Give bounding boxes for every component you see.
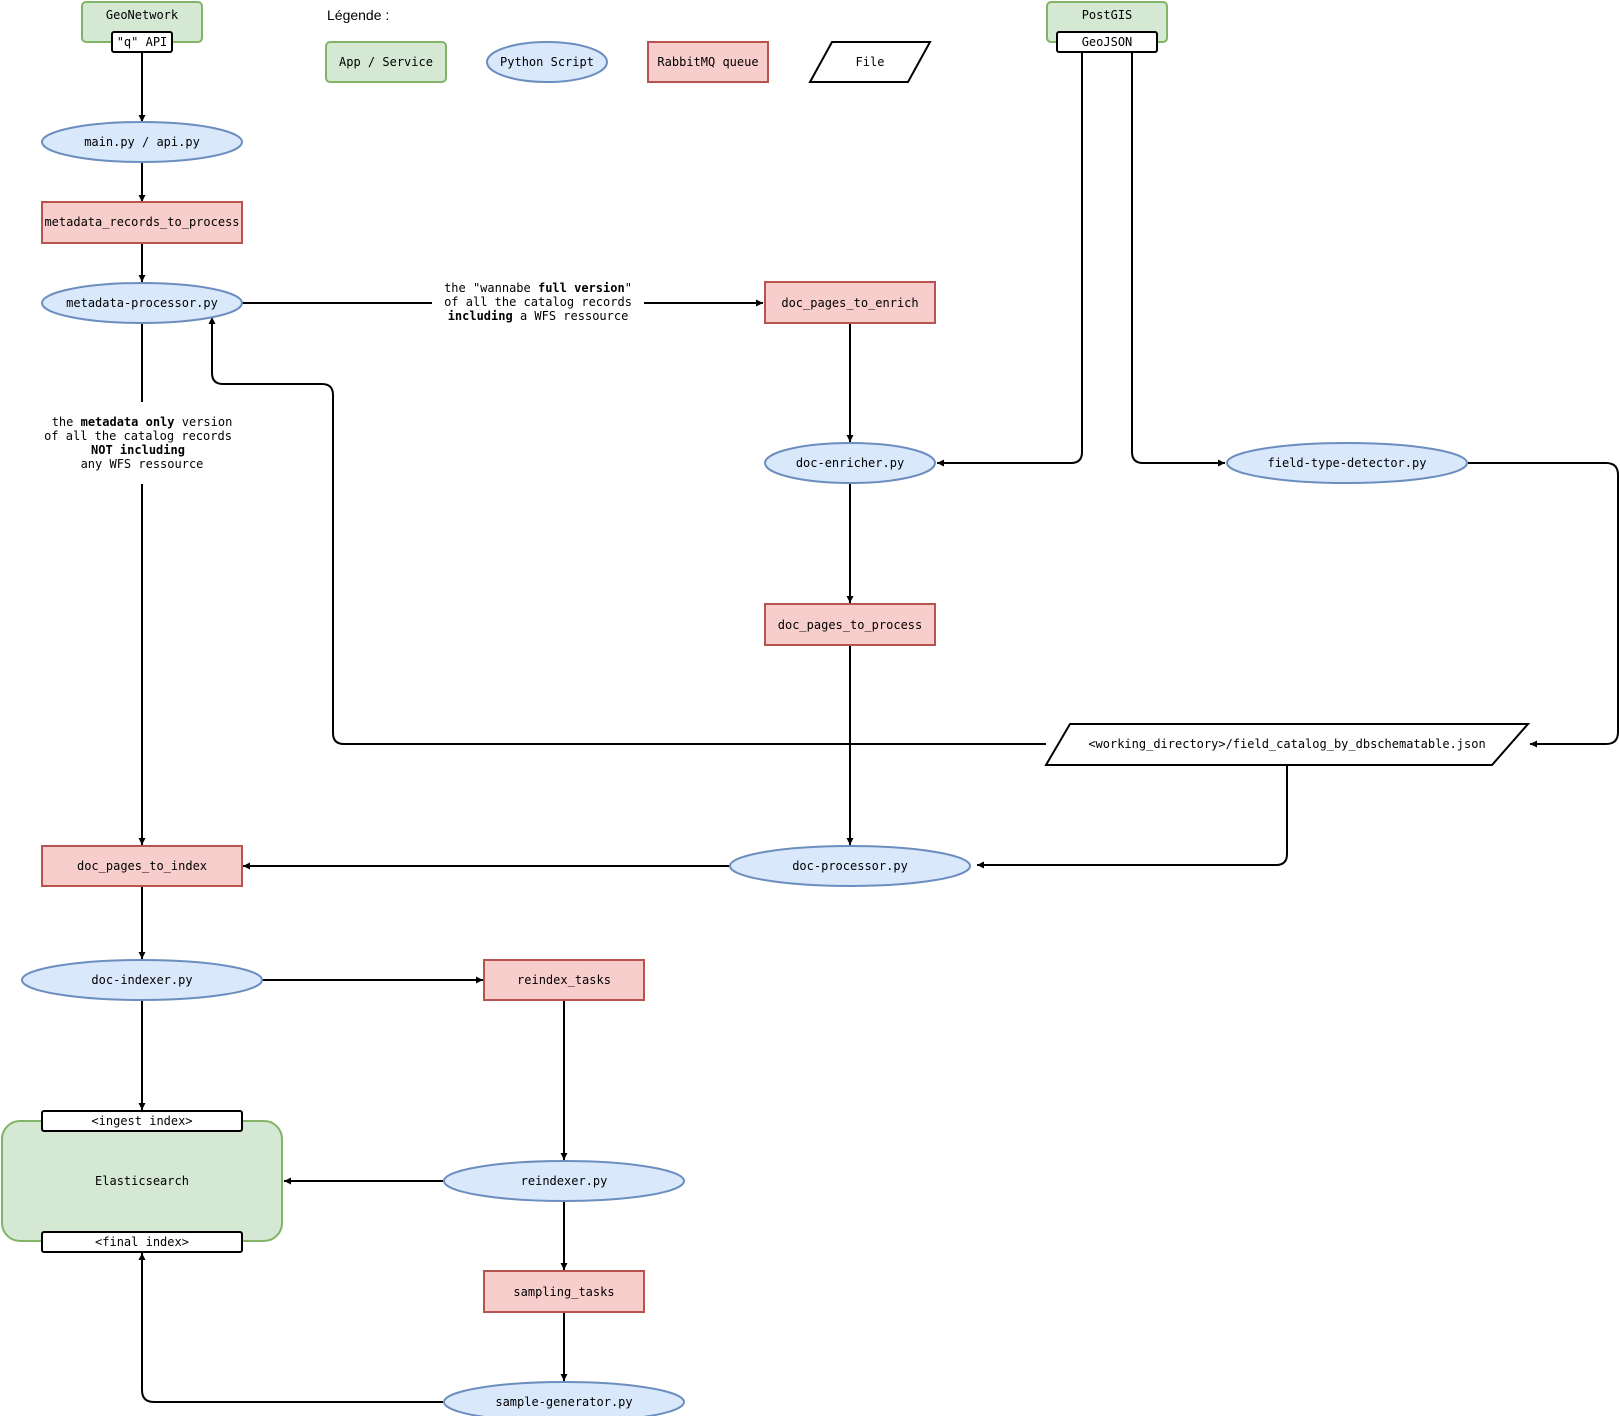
- full-version-line-3: including a WFS ressource: [448, 309, 629, 323]
- edge-field-detector-to-file: [1468, 462, 1619, 748]
- edge-geojson-to-enricher: [937, 52, 1083, 467]
- legend-app-service-shape: [325, 41, 447, 83]
- geojson-port: [1056, 31, 1158, 53]
- doc-pages-to-enrich-label: doc_pages_to_enrich: [781, 296, 918, 310]
- edge-sample-generator-to-final-index: [138, 1253, 443, 1403]
- queues: metadata_records_to_process doc_pages_to…: [41, 201, 936, 1313]
- legend-app-service-label: App / Service: [339, 55, 433, 69]
- doc-pages-to-process-label: doc_pages_to_process: [778, 618, 923, 632]
- field-catalog-file: <working_directory>/field_catalog_by_dbs…: [1044, 723, 1531, 766]
- field-catalog-file-label: <working_directory>/field_catalog_by_dbs…: [1088, 737, 1485, 751]
- doc-enricher-label: doc-enricher.py: [796, 456, 904, 470]
- scripts: main.py / api.py metadata-processor.py d…: [21, 121, 1468, 1416]
- q-api-port: [111, 31, 173, 53]
- metadata-processor-script: [41, 282, 243, 324]
- metadata-records-queue-label: metadata_records_to_process: [44, 215, 239, 229]
- doc-pages-to-process-queue: [764, 603, 936, 646]
- edges: [138, 52, 1619, 1403]
- legend: Légende : App / Service Python Script Ra…: [325, 7, 932, 83]
- metadata-only-line-1: the metadata only version: [52, 415, 233, 429]
- main-api-script: [41, 121, 243, 163]
- metadata-only-line-3: NOT including: [91, 443, 185, 457]
- q-api-label: "q" API: [117, 35, 168, 49]
- elasticsearch-service: Elasticsearch <ingest index> <final inde…: [1, 1110, 283, 1253]
- doc-indexer-script: [21, 959, 263, 1001]
- ingest-index-label: <ingest index>: [91, 1114, 192, 1128]
- legend-rabbitmq-queue-label: RabbitMQ queue: [657, 55, 758, 69]
- metadata-records-queue: [41, 201, 243, 244]
- postgis-service: PostGIS GeoJSON: [1046, 1, 1168, 53]
- doc-pages-to-enrich-queue: [764, 281, 936, 324]
- full-version-line-2: of all the catalog records: [444, 295, 632, 309]
- ingest-index-port: [41, 1110, 243, 1132]
- legend-python-script-shape: [486, 41, 608, 83]
- final-index-label: <final index>: [95, 1235, 189, 1249]
- metadata-only-label: the metadata only version of all the cat…: [44, 415, 232, 471]
- geojson-label: GeoJSON: [1082, 35, 1133, 49]
- sampling-tasks-label: sampling_tasks: [513, 1285, 614, 1299]
- doc-indexer-label: doc-indexer.py: [91, 973, 192, 987]
- legend-file-shape: [808, 41, 932, 83]
- metadata-only-line-2: of all the catalog records: [44, 429, 232, 443]
- doc-pages-to-index-queue: [41, 845, 243, 887]
- reindexer-label: reindexer.py: [521, 1174, 608, 1188]
- legend-python-script-label: Python Script: [500, 55, 594, 69]
- reindex-tasks-queue: [483, 959, 645, 1001]
- main-api-label: main.py / api.py: [84, 135, 200, 149]
- sample-generator-label: sample-generator.py: [495, 1395, 632, 1409]
- doc-enricher-script: [764, 442, 936, 484]
- metadata-processor-label: metadata-processor.py: [66, 296, 218, 310]
- edge-file-to-doc-processor: [977, 765, 1288, 869]
- full-version-line-1: the "wannabe full version": [444, 281, 632, 295]
- legend-rabbitmq-queue-shape: [647, 41, 769, 83]
- doc-processor-script: [729, 845, 971, 887]
- sampling-tasks-queue: [483, 1270, 645, 1313]
- full-version-label: the "wannabe full version" of all the ca…: [444, 281, 632, 323]
- field-type-detector-label: field-type-detector.py: [1268, 456, 1427, 470]
- legend-title: Légende :: [327, 7, 389, 23]
- reindexer-script: [443, 1160, 685, 1202]
- geonetwork-label: GeoNetwork: [106, 8, 179, 22]
- elasticsearch-label: Elasticsearch: [95, 1174, 189, 1188]
- edge-file-to-metadata-processor: [208, 317, 1046, 745]
- final-index-port: [41, 1231, 243, 1253]
- edge-geojson-to-field-detector: [1131, 52, 1225, 467]
- sample-generator-script: [443, 1381, 685, 1416]
- postgis-label: PostGIS: [1082, 8, 1133, 22]
- doc-processor-label: doc-processor.py: [792, 859, 908, 873]
- field-catalog-file-shape: [1044, 723, 1531, 766]
- legend-file-label: File: [856, 55, 885, 69]
- field-type-detector-script: [1226, 442, 1468, 484]
- metadata-only-line-4: any WFS ressource: [81, 457, 204, 471]
- reindex-tasks-label: reindex_tasks: [517, 973, 611, 987]
- geonetwork-service: GeoNetwork "q" API: [81, 1, 203, 53]
- doc-pages-to-index-label: doc_pages_to_index: [77, 859, 207, 873]
